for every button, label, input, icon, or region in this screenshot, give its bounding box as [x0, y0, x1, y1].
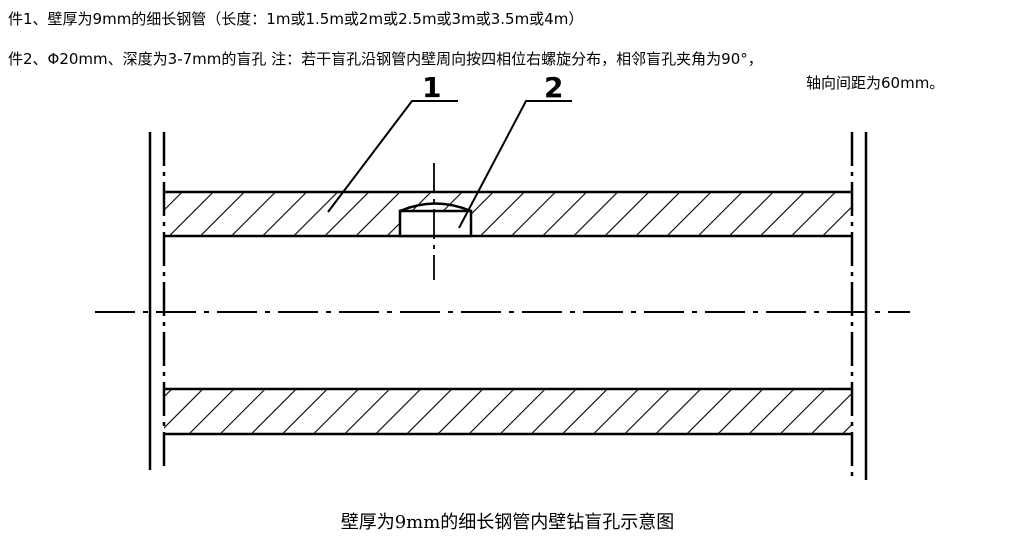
- figure-caption: 壁厚为9mm的细长钢管内壁钻盲孔示意图: [340, 512, 675, 533]
- part1-note: 件1、壁厚为9mm的细长钢管（长度：1m或1.5m或2m或2.5m或3m或3.5…: [8, 10, 584, 28]
- callout-1-label: 1: [422, 71, 441, 104]
- left-break-lines: [148, 132, 166, 470]
- part2-note-continued: 轴向间距为60mm。: [806, 74, 945, 92]
- callout-leaders: [327, 100, 572, 229]
- callout-2-label: 2: [544, 71, 563, 104]
- upper-pipe-wall: [164, 190, 852, 238]
- lower-pipe-wall: [164, 387, 852, 436]
- blind-hole: [398, 163, 473, 280]
- part2-note: 件2、Φ20mm、深度为3-7mm的盲孔 注：若干盲孔沿钢管内壁周向按四相位右螺…: [8, 50, 763, 68]
- right-break-lines: [850, 132, 868, 480]
